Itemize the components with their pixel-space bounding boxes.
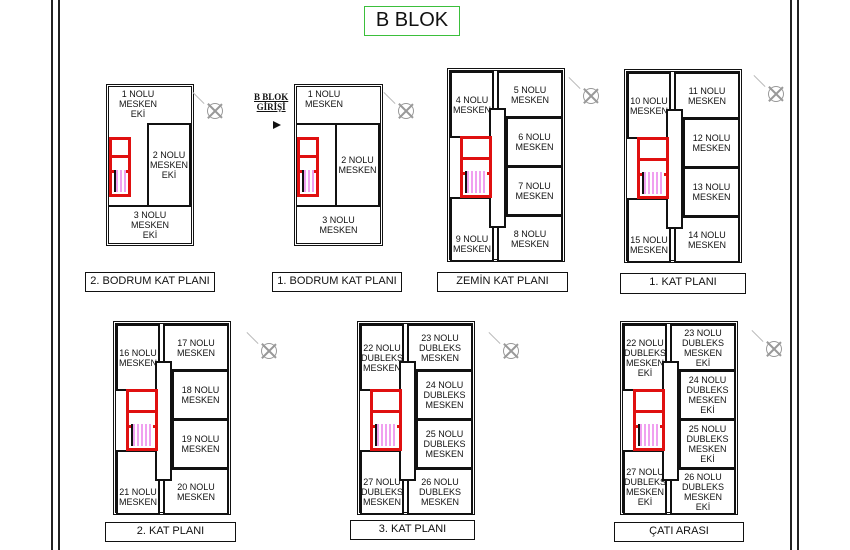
room: 22 NOLU DUBLEKS MESKEN EKİ	[623, 324, 667, 391]
room: 1 NOLU MESKEN EKİ	[109, 87, 191, 129]
room: 18 NOLU MESKEN	[172, 370, 229, 420]
room: 17 NOLU MESKEN	[163, 324, 229, 371]
north-compass-icon	[246, 331, 277, 359]
plan-3-kat: 22 NOLU DUBLEKS MESKEN 23 NOLU DUBLEKS M…	[357, 321, 475, 515]
north-compass-icon	[192, 91, 223, 119]
plan-label: 2. KAT PLANI	[105, 522, 236, 542]
room: 9 NOLU MESKEN	[450, 197, 494, 262]
plan-zemin: 4 NOLU MESKEN 5 NOLU MESKEN 6 NOLU MESKE…	[447, 68, 565, 262]
entry-label: B BLOK GİRİŞİ	[254, 92, 289, 112]
staircase	[460, 136, 492, 198]
north-compass-icon	[488, 331, 519, 359]
room: 12 NOLU MESKEN	[683, 118, 740, 168]
room: 21 NOLU MESKEN	[116, 450, 160, 515]
north-compass-icon	[383, 91, 414, 119]
room: 13 NOLU MESKEN	[683, 167, 740, 217]
room: 5 NOLU MESKEN	[497, 71, 563, 118]
room: 25 NOLU DUBLEKS MESKEN EKİ	[679, 419, 736, 469]
block-title: B BLOK	[364, 6, 460, 36]
room: 6 NOLU MESKEN	[506, 117, 563, 167]
plan-label: 2. BODRUM KAT PLANI	[85, 272, 215, 292]
north-compass-icon	[751, 329, 782, 357]
room: 8 NOLU MESKEN	[497, 215, 563, 262]
room: 3 NOLU MESKEN EKİ	[109, 205, 191, 243]
room: 19 NOLU MESKEN	[172, 419, 229, 469]
plan-label: 1. KAT PLANI	[620, 273, 746, 294]
room: 26 NOLU DUBLEKS MESKEN	[407, 468, 473, 515]
room: 24 NOLU DUBLEKS MESKEN EKİ	[679, 370, 736, 420]
room: 7 NOLU MESKEN	[506, 166, 563, 216]
room: 15 NOLU MESKEN	[627, 198, 671, 263]
room: 23 NOLU DUBLEKS MESKEN EKİ	[670, 324, 736, 371]
room: 4 NOLU MESKEN	[450, 71, 494, 138]
room: 24 NOLU DUBLEKS MESKEN	[416, 370, 473, 420]
room: 11 NOLU MESKEN	[674, 72, 740, 119]
room: 26 NOLU DUBLEKS MESKEN EKİ	[670, 468, 736, 515]
plan-label: 3. KAT PLANI	[350, 520, 475, 540]
frame-line	[790, 0, 792, 550]
frame-line	[797, 0, 799, 550]
plan-1-bodrum: 1 NOLU MESKEN 2 NOLU MESKEN 3 NOLU MESKE…	[294, 84, 383, 246]
north-compass-icon	[753, 74, 784, 102]
room: 14 NOLU MESKEN	[674, 216, 740, 263]
room: 2 NOLU MESKEN EKİ	[147, 123, 191, 207]
staircase	[370, 389, 402, 451]
room: 16 NOLU MESKEN	[116, 324, 160, 391]
room: 25 NOLU DUBLEKS MESKEN	[416, 419, 473, 469]
entry-arrow-icon	[273, 121, 281, 129]
room: 1 NOLU MESKEN	[297, 87, 380, 125]
staircase	[126, 389, 158, 451]
plan-label: ÇATI ARASI	[614, 522, 744, 542]
plan-label: ZEMİN KAT PLANI	[437, 272, 568, 292]
north-compass-icon	[568, 76, 599, 104]
plan-label: 1. BODRUM KAT PLANI	[272, 272, 402, 292]
room: 20 NOLU MESKEN	[163, 468, 229, 515]
staircase	[633, 389, 665, 451]
staircase	[637, 137, 669, 199]
room: 23 NOLU DUBLEKS MESKEN	[407, 324, 473, 371]
plan-cati-arasi: 22 NOLU DUBLEKS MESKEN EKİ 23 NOLU DUBLE…	[620, 321, 738, 515]
frame-line	[58, 0, 60, 550]
plan-2-kat: 16 NOLU MESKEN 17 NOLU MESKEN 18 NOLU ME…	[113, 321, 231, 515]
room: 2 NOLU MESKEN	[335, 123, 380, 207]
frame-line	[51, 0, 53, 550]
plan-2-bodrum: 1 NOLU MESKEN EKİ 2 NOLU MESKEN EKİ 3 NO…	[106, 84, 194, 246]
room: 22 NOLU DUBLEKS MESKEN	[360, 324, 404, 391]
staircase	[109, 137, 131, 197]
plan-1-kat: 10 NOLU MESKEN 11 NOLU MESKEN 12 NOLU ME…	[624, 69, 742, 263]
room: 10 NOLU MESKEN	[627, 72, 671, 139]
staircase	[297, 137, 319, 197]
room: 27 NOLU DUBLEKS MESKEN	[360, 450, 404, 515]
room: 3 NOLU MESKEN	[297, 205, 380, 243]
room: 27 NOLU DUBLEKS MESKEN EKİ	[623, 450, 667, 515]
